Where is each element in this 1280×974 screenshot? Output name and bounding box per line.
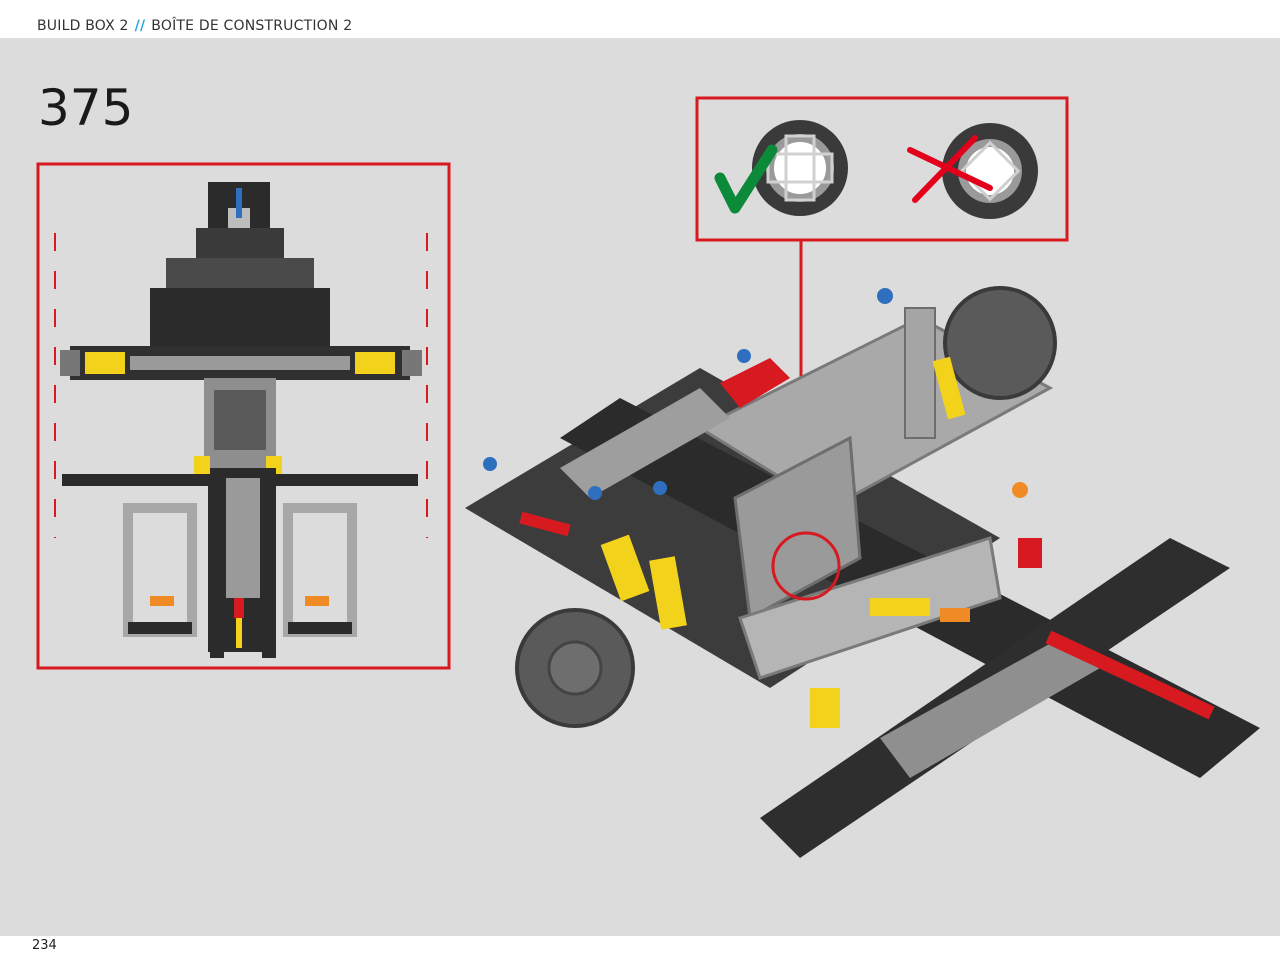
page-footer: 234 xyxy=(0,936,1280,974)
header-title: BUILD BOX 2 // BOÎTE DE CONSTRUCTION 2 xyxy=(37,18,352,34)
top-view-inset xyxy=(36,162,451,670)
cross-icon xyxy=(907,135,993,203)
axle-orientation-callout xyxy=(695,96,1069,530)
instruction-illustration xyxy=(36,96,1260,858)
header-title-fr: BOÎTE DE CONSTRUCTION 2 xyxy=(151,18,353,34)
page-number: 234 xyxy=(32,938,57,953)
correct-orientation-part xyxy=(752,120,848,216)
header-separator: // xyxy=(134,18,146,34)
instruction-canvas: 375 xyxy=(0,38,1280,936)
main-model-illustration xyxy=(465,286,1260,858)
step-number: 375 xyxy=(38,79,134,137)
header-title-en: BUILD BOX 2 xyxy=(37,18,129,34)
checkmark-icon xyxy=(714,144,778,214)
page-header: BUILD BOX 2 // BOÎTE DE CONSTRUCTION 2 xyxy=(0,0,1280,38)
